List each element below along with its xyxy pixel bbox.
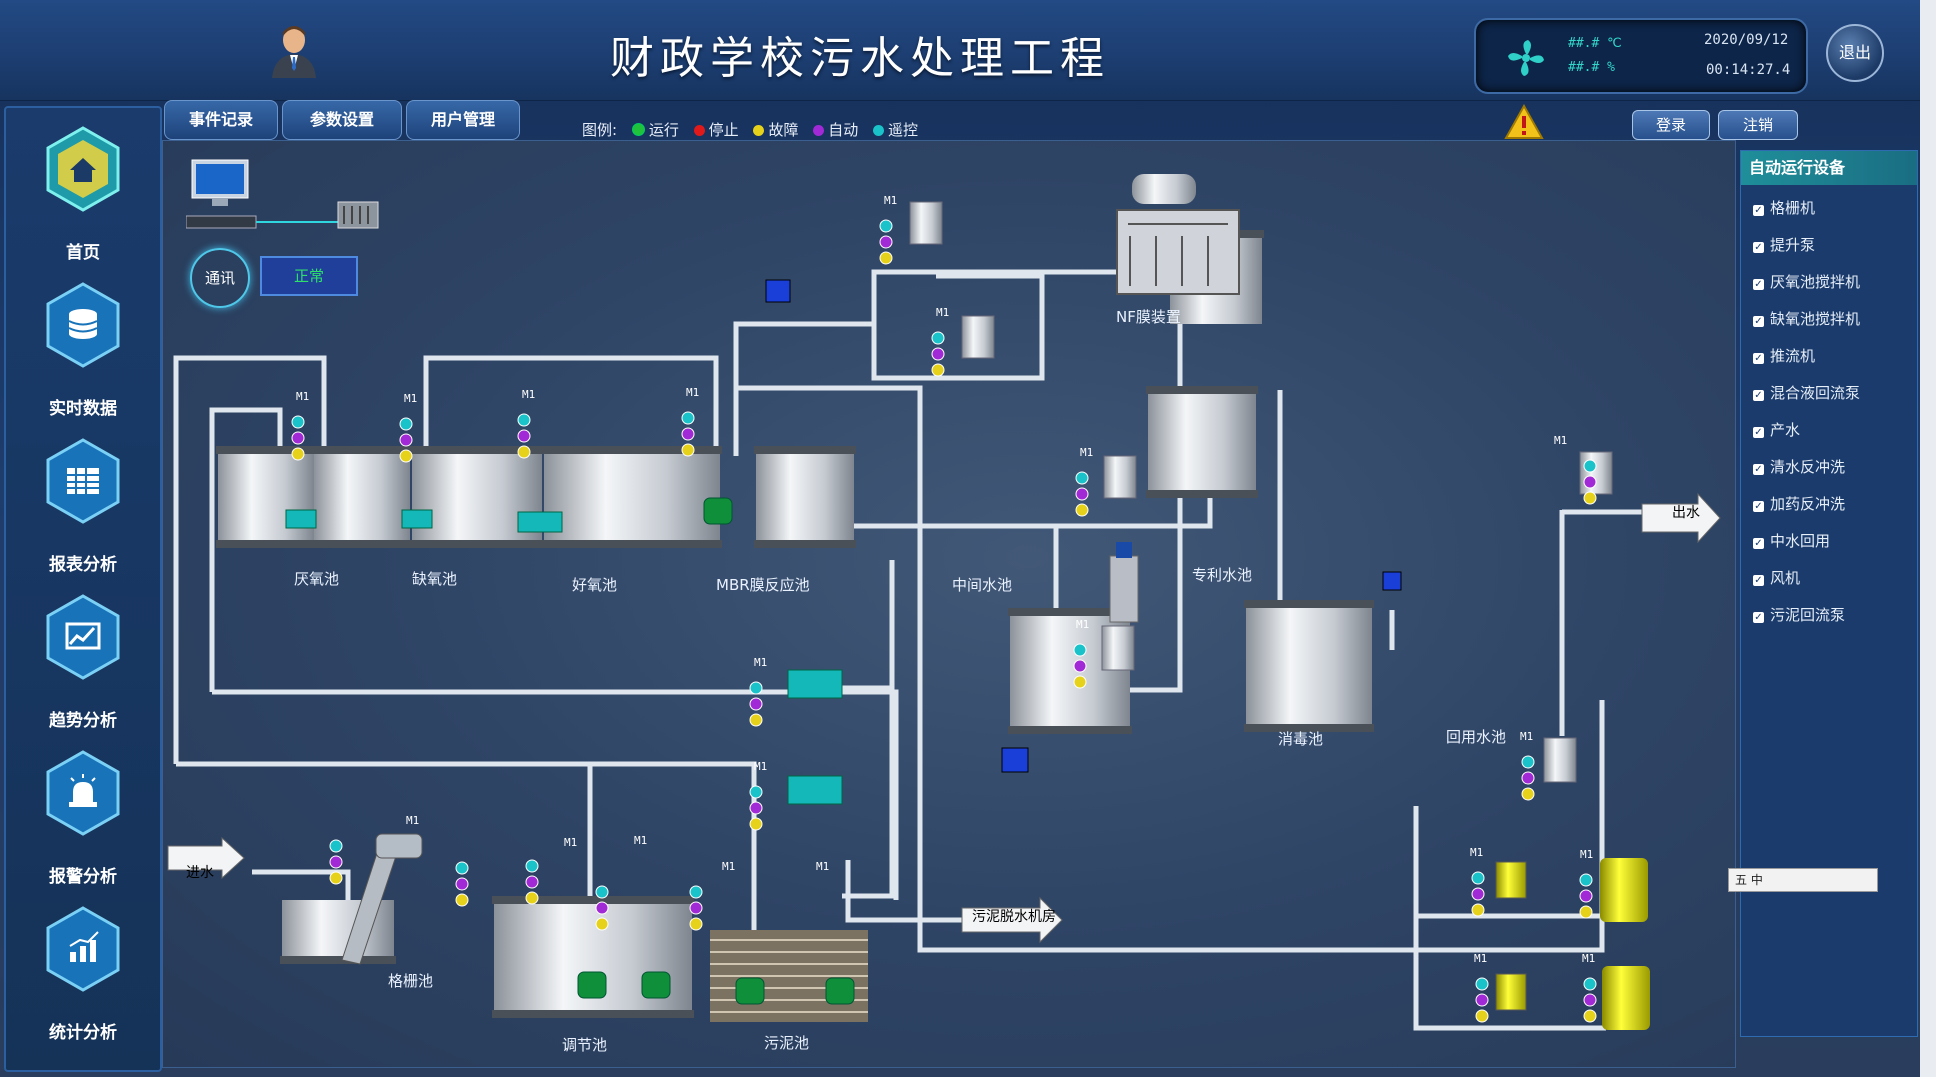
pump-tag: M1 <box>1470 846 1484 859</box>
pump-tag: M1 <box>722 860 736 873</box>
ime-toolbar[interactable]: 五 中 <box>1728 868 1878 892</box>
auto-item-clean-backwash[interactable]: ✓清水反冲洗 <box>1753 458 1846 476</box>
label-intermediate-tank: 中间水池 <box>952 576 1013 594</box>
database-icon <box>46 282 120 368</box>
pump-tag: M1 <box>1554 434 1568 447</box>
computer-plc-link <box>186 159 379 229</box>
temperature-readout: ##.# ℃ <box>1568 36 1622 51</box>
pump-tag: M1 <box>816 860 830 873</box>
process-diagram <box>167 174 1721 1031</box>
nav-label-report: 报表分析 <box>49 555 117 575</box>
auto-item-mixed-liquor-pump[interactable]: ✓混合液回流泵 <box>1753 384 1861 402</box>
pump-tag: M1 <box>1076 618 1090 631</box>
tab-parameter-settings[interactable]: 参数设置 <box>282 100 402 140</box>
label-aerobic-tank: 好氧池 <box>572 576 618 594</box>
auto-equipment-title: 自动运行设备 <box>1741 151 1917 185</box>
pump-tag: M1 <box>884 194 898 207</box>
table-icon <box>46 438 120 524</box>
label-sludge-tank: 污泥池 <box>764 1034 810 1052</box>
left-sidebar: 首页 实时数据 报表分析 趋势分析 <box>4 106 162 1072</box>
auto-item-reuse[interactable]: ✓中水回用 <box>1753 532 1831 550</box>
pump-tag: M1 <box>1080 446 1094 459</box>
trend-icon <box>46 594 120 680</box>
auto-item-propeller[interactable]: ✓推流机 <box>1753 347 1816 365</box>
pump-tag: M1 <box>404 392 418 405</box>
label-reuse-tank: 回用水池 <box>1446 728 1507 746</box>
label-special-tank: 专利水池 <box>1192 566 1253 584</box>
time-readout: 00:14:27.4 <box>1706 62 1791 78</box>
user-avatar-icon[interactable] <box>268 22 320 78</box>
page-title: 财政学校污水处理工程 <box>610 33 1110 84</box>
legend-prefix: 图例: <box>582 121 618 139</box>
outlet-arrow-label: 出水 <box>1672 505 1700 521</box>
comm-status-badge: 正常 <box>260 256 358 296</box>
pump-tag: M1 <box>754 656 768 669</box>
label-anaerobic-tank: 厌氧池 <box>294 570 340 588</box>
nav-label-alarm: 报警分析 <box>49 867 117 887</box>
auto-item-grille[interactable]: ✓格栅机 <box>1753 199 1816 217</box>
pump-tag: M1 <box>1582 952 1596 965</box>
nav-label-statistics: 统计分析 <box>49 1023 117 1043</box>
legend-stopped: 停止 <box>708 121 739 139</box>
pump-tag: M1 <box>522 388 536 401</box>
label-grille-tank: 格栅池 <box>388 972 434 990</box>
pump-tag: M1 <box>936 306 950 319</box>
tab-event-log[interactable]: 事件记录 <box>164 100 278 140</box>
pump-tag: M1 <box>754 760 768 773</box>
fan-icon <box>1508 40 1544 76</box>
label-disinfection-tank: 消毒池 <box>1278 730 1324 748</box>
pump-tag: M1 <box>564 836 578 849</box>
auto-item-anoxic-mixer[interactable]: ✓缺氧池搅拌机 <box>1753 310 1861 328</box>
legend: 图例: 运行 停止 故障 自动 遥控 <box>582 119 918 140</box>
pump-tag: M1 <box>686 386 700 399</box>
pump-tag: M1 <box>1520 730 1534 743</box>
nav-report-analysis[interactable]: 报表分析 <box>6 438 160 588</box>
legend-auto: 自动 <box>828 121 859 139</box>
desktop-edge-strip <box>1920 0 1936 1077</box>
legend-remote: 遥控 <box>888 121 919 139</box>
home-icon <box>46 126 120 212</box>
tank-anaerobic <box>216 446 316 548</box>
nav-home[interactable]: 首页 <box>6 126 160 276</box>
bar-chart-icon <box>46 906 120 992</box>
nav-label-home: 首页 <box>66 243 100 263</box>
inlet-arrow-label: 进水 <box>186 865 214 881</box>
label-anoxic-tank: 缺氧池 <box>412 570 458 588</box>
nav-label-realtime: 实时数据 <box>49 399 117 419</box>
date-readout: 2020/09/12 <box>1704 32 1789 48</box>
pump-tag: M1 <box>1474 952 1488 965</box>
label-regulating-tank: 调节池 <box>562 1036 608 1054</box>
pump-tag: M1 <box>634 834 648 847</box>
nav-statistics-analysis[interactable]: 统计分析 <box>6 906 160 1056</box>
nav-trend-analysis[interactable]: 趋势分析 <box>6 594 160 744</box>
pump-tag: M1 <box>296 390 310 403</box>
sludge-room-arrow-label: 污泥脱水机房 <box>972 909 1056 925</box>
auto-item-lift-pump[interactable]: ✓提升泵 <box>1753 236 1816 254</box>
exit-button[interactable]: 退出 <box>1826 24 1884 82</box>
environment-status-panel: ##.# ℃ ##.# % 2020/09/12 00:14:27.4 <box>1474 18 1808 94</box>
comm-indicator: 通讯 <box>190 248 250 308</box>
warning-icon[interactable] <box>1504 104 1544 140</box>
auto-item-blower[interactable]: ✓风机 <box>1753 569 1801 587</box>
alarm-icon <box>46 750 120 836</box>
auto-item-sludge-pump[interactable]: ✓污泥回流泵 <box>1753 606 1846 624</box>
logout-button[interactable]: 注销 <box>1718 110 1798 140</box>
pump-tag: M1 <box>1580 848 1594 861</box>
legend-fault: 故障 <box>768 121 799 139</box>
nav-realtime-data[interactable]: 实时数据 <box>6 282 160 432</box>
login-button[interactable]: 登录 <box>1632 110 1710 140</box>
auto-equipment-panel: 自动运行设备 ✓格栅机 ✓提升泵 ✓厌氧池搅拌机 ✓缺氧池搅拌机 ✓推流机 ✓混… <box>1740 150 1918 1037</box>
legend-running: 运行 <box>648 121 679 139</box>
nav-alarm-analysis[interactable]: 报警分析 <box>6 750 160 900</box>
label-mbr-tank: MBR膜反应池 <box>716 576 810 594</box>
auto-item-anaerobic-mixer[interactable]: ✓厌氧池搅拌机 <box>1753 273 1861 291</box>
pump-tag: M1 <box>406 814 420 827</box>
auto-item-production[interactable]: ✓产水 <box>1753 421 1801 439</box>
label-nf-unit: NF膜装置 <box>1116 308 1181 326</box>
nav-label-trend: 趋势分析 <box>49 711 117 731</box>
auto-item-dosing-backwash[interactable]: ✓加药反冲洗 <box>1753 495 1846 513</box>
tab-user-management[interactable]: 用户管理 <box>406 100 520 140</box>
humidity-readout: ##.# % <box>1568 60 1615 75</box>
